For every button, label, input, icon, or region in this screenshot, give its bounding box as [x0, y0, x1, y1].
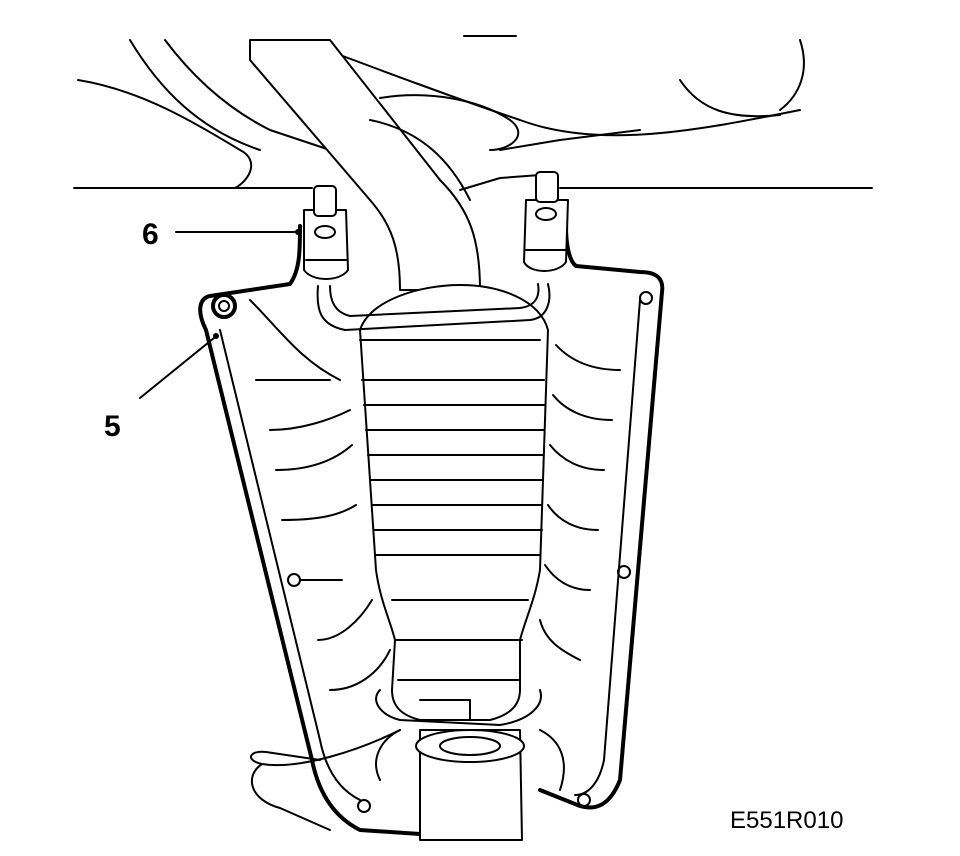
heat-shield-outline	[198, 224, 665, 836]
callout-6: 6	[142, 218, 159, 251]
converter-bracket	[316, 283, 551, 331]
mounting-hole	[287, 573, 301, 587]
heat-shield	[198, 224, 665, 836]
callout-5: 5	[104, 410, 121, 443]
mounting-hole	[357, 799, 371, 813]
figure-reference-code: E551R010	[730, 807, 843, 834]
lower-exhaust-pipe	[375, 729, 565, 841]
exhaust-pipe	[249, 39, 481, 291]
mounting-hole	[577, 793, 591, 807]
bracket-bolt-right	[523, 171, 569, 272]
catalytic-converter	[359, 284, 549, 726]
underbody-contours	[73, 39, 873, 191]
heat-shield-nut	[211, 293, 237, 319]
cable	[250, 729, 401, 767]
leader-dot-5	[213, 333, 219, 339]
mounting-hole	[639, 291, 653, 305]
bracket-bolt-left	[303, 185, 349, 280]
mounting-hole	[617, 565, 631, 579]
leader-line-5	[139, 337, 215, 399]
leader-dot-6	[295, 229, 301, 235]
